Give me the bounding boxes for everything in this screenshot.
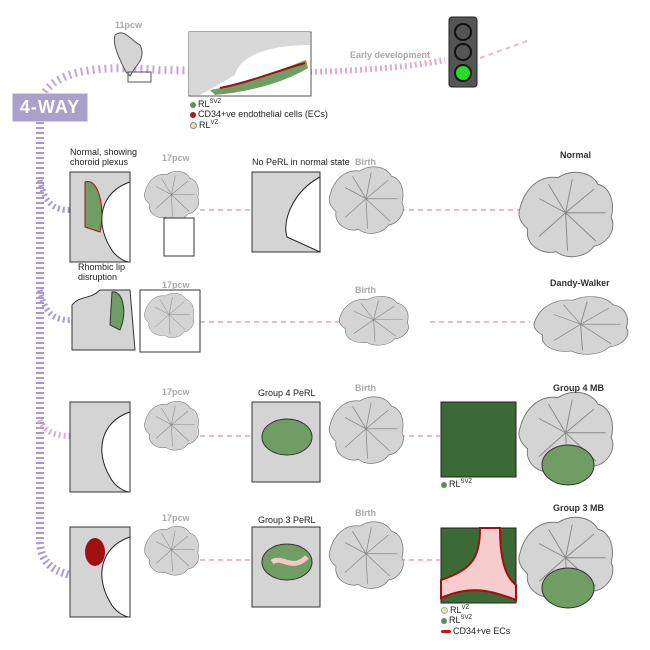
row4-outcome: Group 3 MB (553, 503, 604, 513)
top-age: 11pcw (115, 20, 143, 30)
row3-perl: Group 4 PeRL (258, 388, 316, 398)
ec-marker (441, 629, 451, 633)
ec-marker (190, 111, 196, 118)
row1-outcome: Normal (560, 150, 592, 160)
row3-outcome: Group 4 MB (553, 383, 604, 393)
row2-age: 17pcw (162, 280, 190, 290)
top-legend: RLSVZ CD34+ve endothelial cells (ECs) RL… (190, 99, 328, 130)
rl-svz-marker (190, 101, 196, 108)
row3-age: 17pcw (162, 387, 190, 397)
row4-legend: RLVZ RLSVZ CD34+ve ECs (441, 605, 510, 636)
legend-rl-svz: RLSVZ (190, 99, 328, 109)
row2-caption: Rhombic lip disruption (78, 262, 126, 283)
row2-birth: Birth (355, 285, 376, 295)
legend-ecs: CD34+ve endothelial cells (ECs) (190, 109, 328, 119)
row1-perl: No PeRL in normal state (252, 157, 350, 167)
four-way-badge: 4-WAY (12, 93, 88, 122)
row3-birth: Birth (355, 383, 376, 393)
row1-birth: Birth (355, 157, 376, 167)
row1-caption: Normal, showing choroid plexus (70, 147, 138, 168)
row1-age: 17pcw (162, 153, 190, 163)
row4-birth: Birth (355, 508, 376, 518)
row4-perl: Group 3 PeRL (258, 515, 316, 525)
rl-vz-marker (190, 121, 197, 129)
row4-age: 17pcw (162, 513, 190, 523)
rl-svz-marker (441, 617, 447, 624)
rl-vz-marker (441, 607, 448, 615)
rl-svz-marker (441, 481, 447, 488)
legend-rl-vz: RLVZ (190, 120, 328, 130)
row3-legend: RLSVZ (441, 479, 472, 489)
top-stage: Early development (350, 50, 431, 60)
row2-outcome: Dandy-Walker (550, 278, 610, 288)
